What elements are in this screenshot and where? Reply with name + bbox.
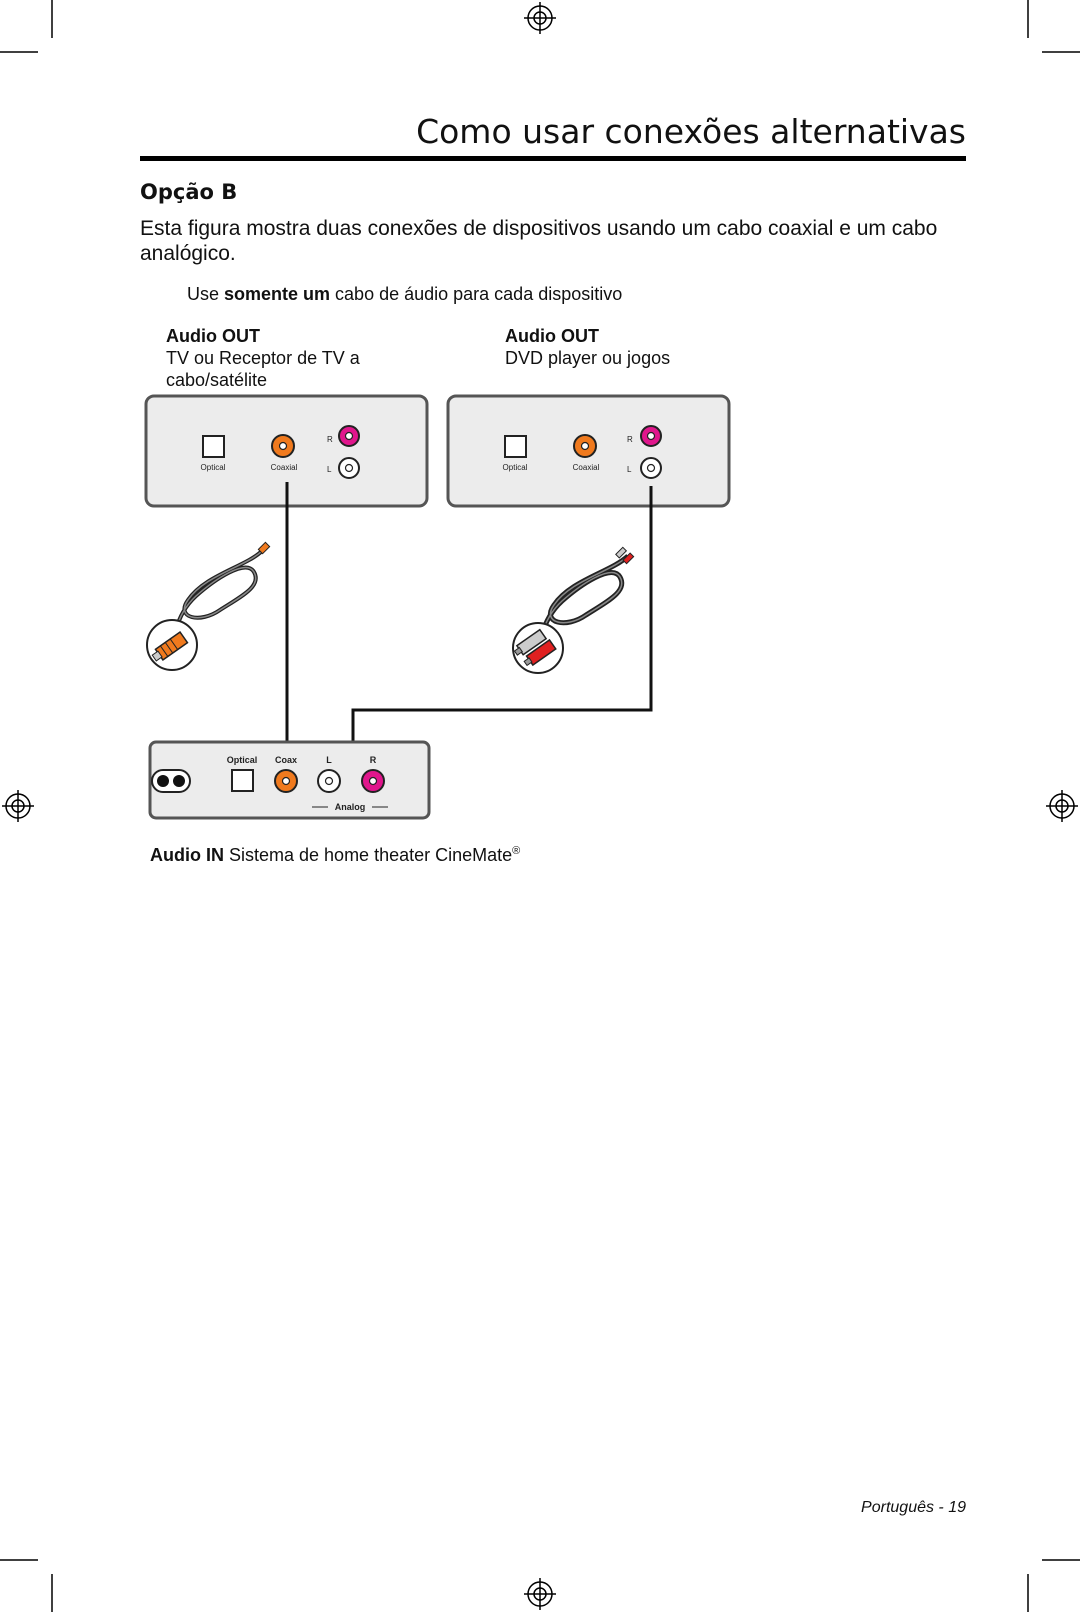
title-rule (140, 156, 966, 161)
registered-mark: ® (512, 845, 521, 857)
analog-cable-icon (512, 546, 635, 674)
device2-optical-port (504, 435, 527, 458)
device2-description: DVD player ou jogos (505, 348, 671, 368)
device2-l-label: L (627, 465, 632, 474)
device2-panel: Optical Coaxial R L (446, 394, 731, 508)
receiver-analog-label: Analog (335, 802, 366, 812)
receiver-panel: Optical Coax L R Analog (148, 740, 431, 820)
receiver-optical-label: Optical (227, 755, 258, 765)
section-heading: Opção B (140, 180, 238, 204)
device1-label: Audio OUT TV ou Receptor de TV a cabo/sa… (166, 325, 436, 391)
connection-lines (285, 482, 653, 746)
device2-coaxial-label: Coaxial (573, 463, 600, 472)
device1-optical-port (202, 435, 225, 458)
device1-panel: Optical Coaxial R L (144, 394, 429, 508)
receiver-caption-bold: Audio IN (150, 845, 224, 865)
page-title: Como usar conexões alternativas (416, 112, 966, 151)
device1-coaxial-label: Coaxial (271, 463, 298, 472)
receiver-optical-port (231, 769, 254, 792)
usage-note: Use somente um cabo de áudio para cada d… (187, 284, 622, 305)
registration-mark-left (2, 790, 34, 822)
device1-r-label: R (327, 435, 333, 444)
registration-mark-bottom (524, 1578, 556, 1610)
note-prefix: Use (187, 284, 225, 304)
note-suffix: cabo de áudio para cada dispositivo (330, 284, 623, 304)
device2-heading: Audio OUT (505, 326, 599, 346)
registration-mark-right (1046, 790, 1078, 822)
receiver-r-label: R (370, 755, 377, 765)
device1-optical-label: Optical (201, 463, 226, 472)
device1-description: TV ou Receptor de TV a cabo/satélite (166, 348, 360, 390)
coaxial-cable-icon (146, 541, 271, 671)
receiver-coax-label: Coax (275, 755, 297, 765)
device1-l-label: L (327, 465, 332, 474)
receiver-l-label: L (326, 755, 332, 765)
note-emphasis: somente um (224, 284, 331, 304)
registration-mark-top (524, 2, 556, 34)
device2-optical-label: Optical (503, 463, 528, 472)
page-footer: Português - 19 (861, 1499, 966, 1516)
receiver-caption: Audio IN Sistema de home theater CineMat… (150, 845, 520, 866)
device2-label: Audio OUT DVD player ou jogos (505, 325, 765, 369)
receiver-caption-text: Sistema de home theater CineMate (224, 845, 513, 865)
device1-heading: Audio OUT (166, 326, 260, 346)
device2-r-label: R (627, 435, 633, 444)
analog-connection-line (351, 486, 653, 746)
intro-paragraph: Esta figura mostra duas conexões de disp… (140, 217, 938, 265)
